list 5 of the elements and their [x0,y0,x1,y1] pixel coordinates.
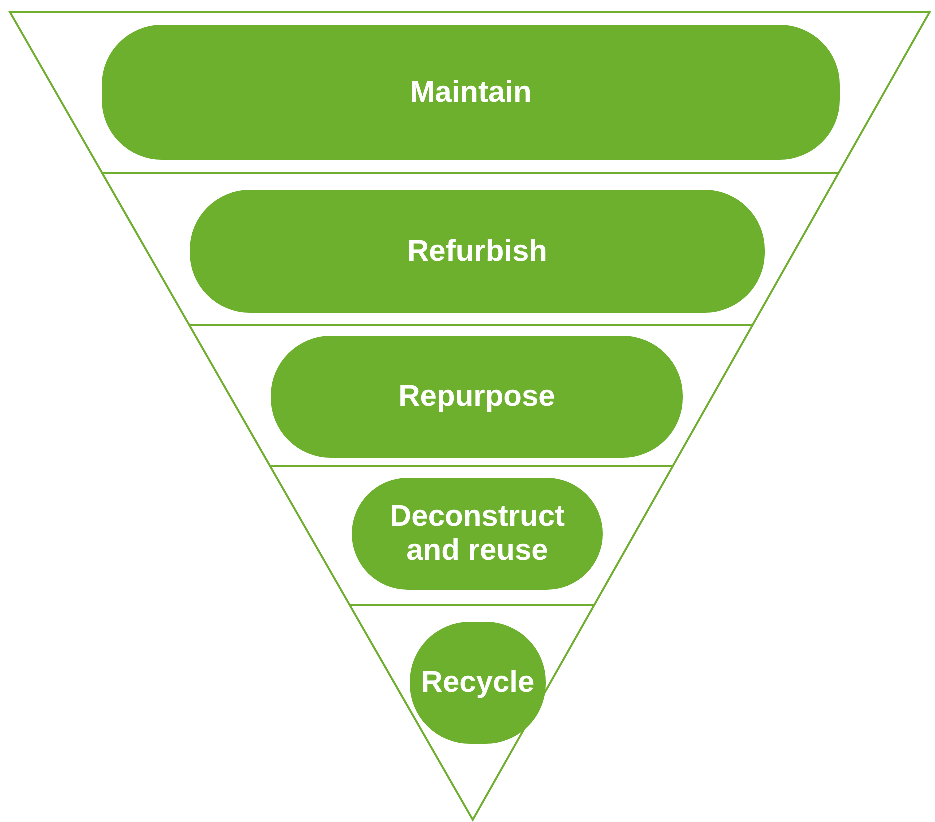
level-pill: Recycle [410,622,546,744]
level-pill: Refurbish [190,190,765,313]
level-pill: Repurpose [271,336,683,458]
level-pill: Deconstruct and reuse [352,478,603,590]
level-pill: Maintain [102,25,840,160]
